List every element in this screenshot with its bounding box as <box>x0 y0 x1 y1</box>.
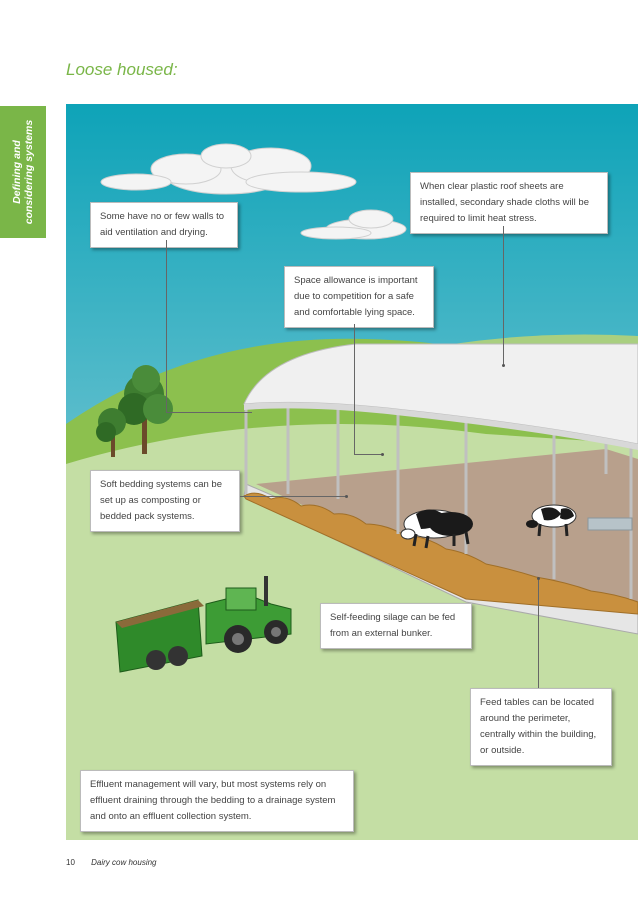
tractor-trailer <box>115 576 292 673</box>
leader-roof-dot <box>502 364 505 367</box>
leader-space <box>354 324 355 454</box>
leader-bedding-dot <box>345 495 348 498</box>
side-tab-line1: Defining and <box>11 140 23 204</box>
page-footer: 10 Dairy cow housing <box>66 858 157 867</box>
callout-effluent-text: Effluent management will vary, but most … <box>90 779 336 822</box>
leader-bedding <box>240 496 346 497</box>
footer-title: Dairy cow housing <box>91 858 157 867</box>
page-number: 10 <box>66 858 75 867</box>
cow-group-left <box>400 509 473 549</box>
side-tab-line2: considering systems <box>23 119 35 225</box>
leader-space-h <box>354 454 382 455</box>
leader-space-dot <box>381 453 384 456</box>
leader-walls <box>166 240 167 413</box>
callout-roof: When clear plastic roof sheets are insta… <box>410 172 608 234</box>
side-tab-text: Defining and considering systems <box>11 120 35 224</box>
callout-bedding-text: Soft bedding systems can be set up as co… <box>100 479 222 522</box>
cloud-small <box>300 209 407 240</box>
roof-edge <box>244 402 638 450</box>
callout-bedding: Soft bedding systems can be set up as co… <box>90 470 240 532</box>
feed-bunk <box>587 517 633 531</box>
callout-effluent: Effluent management will vary, but most … <box>80 770 354 832</box>
callout-walls: Some have no or few walls to aid ventila… <box>90 202 238 248</box>
cloud-large <box>100 143 357 195</box>
leader-feed <box>538 578 539 688</box>
leader-feed-dot <box>537 577 540 580</box>
callout-feed-text: Feed tables can be located around the pe… <box>480 697 597 756</box>
callout-walls-text: Some have no or few walls to aid ventila… <box>100 211 225 238</box>
section-title: Loose housed: <box>66 60 178 79</box>
leader-roof <box>503 226 504 365</box>
callout-silage: Self-feeding silage can be fed from an e… <box>320 603 472 649</box>
callout-silage-text: Self-feeding silage can be fed from an e… <box>330 612 456 639</box>
cow-right <box>526 504 577 537</box>
callout-feed: Feed tables can be located around the pe… <box>470 688 612 766</box>
leader-walls-h <box>166 412 252 413</box>
trees <box>96 365 173 457</box>
callout-space-text: Space allowance is important due to comp… <box>294 275 418 318</box>
callout-roof-text: When clear plastic roof sheets are insta… <box>420 181 589 224</box>
side-tab: Defining and considering systems <box>0 106 46 238</box>
callout-space: Space allowance is important due to comp… <box>284 266 434 328</box>
barn-posts <box>244 394 633 599</box>
